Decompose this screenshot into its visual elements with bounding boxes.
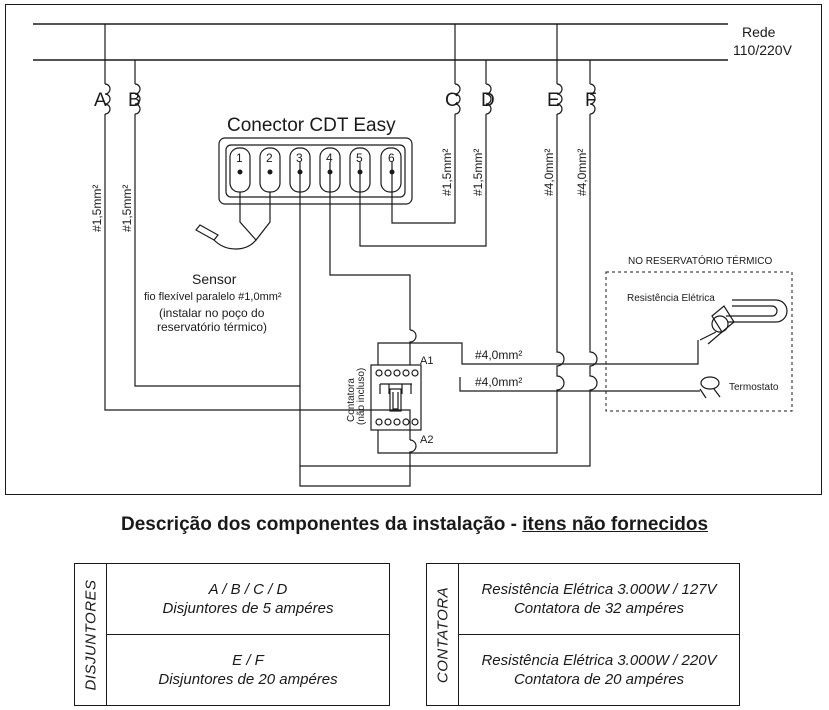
sensor-title: Sensor [192, 271, 237, 287]
breaker-label-b: B [128, 90, 141, 111]
connector-terminal-2: 2 [266, 151, 273, 165]
description-title: Descrição dos componentes da instalação … [0, 514, 829, 536]
contactor-terminal-a1: A1 [420, 355, 433, 367]
contactor-row-1-line-1: Resistência Elétrica 3.000W / 127V [481, 580, 717, 598]
connector-terminal-6: 6 [388, 151, 395, 165]
connector-body-outer [218, 137, 413, 205]
breakers-row-1-line-1: A / B / C / D [208, 580, 288, 598]
gauge-label-a: #1,5mm² [90, 185, 104, 232]
breaker-drops [104, 24, 591, 84]
breakers-table-header: DISJUNTORES [75, 564, 107, 705]
diagram-frame [5, 4, 822, 495]
contactor-label: Contatora [346, 378, 357, 422]
thermostat-icon [699, 376, 721, 399]
breakers-row-1-line-2: Disjuntores de 5 ampéres [162, 599, 334, 617]
gauge-label-c: #1,5mm² [440, 149, 454, 196]
gauge-label-f: #4,0mm² [575, 149, 589, 196]
network-voltage: 110/220V [733, 42, 793, 58]
contactor-terminal-a2: A2 [420, 434, 433, 446]
breakers-table-row: A / B / C / D Disjuntores de 5 ampéres [107, 564, 389, 635]
gauge-label-contactor-out-2: #4,0mm² [475, 375, 522, 389]
contactor-a1-contact [409, 329, 417, 365]
contactor-icon [370, 364, 422, 431]
breaker-label-a: A [94, 90, 107, 111]
gauge-label-contactor-out-1: #4,0mm² [475, 348, 522, 362]
connector-terminals [229, 147, 402, 193]
wiring-diagram: Rede 110/220V A B C D E F [5, 4, 822, 495]
heater-label: Resistência Elétrica [627, 293, 715, 304]
connector-terminal-3: 3 [296, 151, 303, 165]
reservoir-box [605, 271, 793, 412]
wires [104, 114, 700, 487]
breakers-row-2-line-1: E / F [232, 651, 264, 669]
contactor-row-1-line-2: Contatora de 32 ampéres [513, 599, 685, 617]
network-label: Rede [742, 24, 776, 40]
contactor-row-2-line-1: Resistência Elétrica 3.000W / 220V [481, 651, 717, 669]
contactor-table-row: Resistência Elétrica 3.000W / 220V Conta… [459, 635, 739, 706]
connector-terminal-5: 5 [356, 151, 363, 165]
breakers-table-header-text: DISJUNTORES [82, 578, 99, 691]
sensor-line-2: (instalar no poço do [159, 306, 265, 320]
contactor-table: CONTATORA Resistência Elétrica 3.000W / … [426, 563, 740, 706]
thermostat-label: Termostato [729, 382, 779, 393]
sensor-line-1: fio flexível paralelo #1,0mm² [144, 291, 282, 303]
sensor-line-3: reservatório térmico) [157, 320, 267, 334]
connector-terminal-4: 4 [326, 151, 333, 165]
breaker-label-d: D [481, 90, 495, 111]
heating-element-icon [699, 299, 788, 345]
breaker-label-f: F [585, 90, 597, 111]
breaker-label-c: C [445, 90, 459, 111]
breakers-table-row: E / F Disjuntores de 20 ampéres [107, 635, 389, 706]
contactor-table-header-text: CONTATORA [434, 586, 451, 683]
connector-terminal-1: 1 [236, 151, 243, 165]
breakers-table: DISJUNTORES A / B / C / D Disjuntores de… [74, 563, 390, 706]
description-title-underlined: itens não fornecidos [522, 514, 709, 535]
contactor-note: (não incluso) [356, 368, 367, 425]
breaker-label-e: E [547, 90, 560, 111]
breaker-symbols [104, 83, 596, 115]
contactor-table-row: Resistência Elétrica 3.000W / 127V Conta… [459, 564, 739, 635]
gauge-label-e: #4,0mm² [542, 149, 556, 196]
reservoir-title: NO RESERVATÓRIO TÉRMICO [628, 254, 772, 267]
connector-title: Conector CDT Easy [227, 115, 396, 136]
contactor-row-2-line-2: Contatora de 20 ampéres [513, 670, 685, 688]
gauge-label-d: #1,5mm² [471, 149, 485, 196]
contactor-table-header: CONTATORA [427, 564, 459, 705]
gauge-label-b: #1,5mm² [120, 185, 134, 232]
breakers-row-2-line-2: Disjuntores de 20 ampéres [158, 670, 338, 688]
description-title-text: Descrição dos componentes da instalação … [120, 514, 523, 535]
connector-body-inner [225, 144, 406, 198]
sensor-probe-icon [195, 192, 271, 250]
